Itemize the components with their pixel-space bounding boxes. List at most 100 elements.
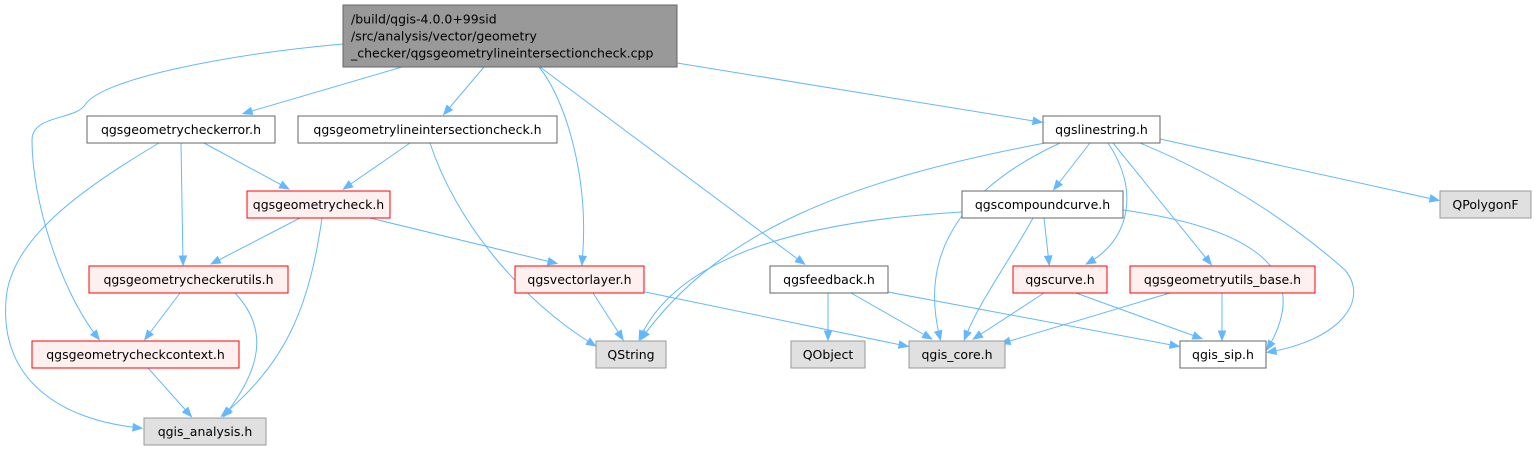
node-box — [1179, 340, 1267, 369]
edge-arrowhead — [1085, 255, 1097, 265]
node-label: qgsgeometrycheckerutils.h — [103, 272, 273, 287]
edge-linestring-to-curve — [1085, 142, 1128, 265]
node-box — [1439, 190, 1532, 219]
node-label: qgscompoundcurve.h — [975, 197, 1110, 212]
edge-root-to-vectorlayer — [538, 66, 588, 267]
node-checkerutils[interactable]: qgsgeometrycheckerutils.h — [88, 265, 289, 294]
node-box — [88, 265, 289, 294]
node-curve[interactable]: qgscurve.h — [1012, 265, 1108, 294]
node-box — [143, 417, 267, 446]
node-compoundcurve[interactable]: qgscompoundcurve.h — [961, 190, 1124, 219]
edge-root-to-lineintersection — [442, 66, 485, 116]
node-linestring[interactable]: qgslinestring.h — [1042, 115, 1161, 144]
edge-arrowhead — [1052, 179, 1064, 191]
node-box — [1129, 265, 1316, 294]
edges-layer — [5, 43, 1441, 432]
edge-arrowhead — [638, 329, 648, 342]
node-label: qgsgeometrylineintersectioncheck.h — [313, 122, 541, 137]
edge-root-to-linestring — [676, 62, 1044, 126]
edge-compoundcurve-to-qgissip — [1122, 209, 1284, 351]
edge-line — [222, 217, 323, 416]
edge-arrowhead — [342, 180, 354, 190]
node-feedback[interactable]: qgsfeedback.h — [769, 265, 889, 294]
edge-arrowhead — [546, 257, 559, 266]
node-label: qgslinestring.h — [1055, 122, 1148, 137]
nodes-layer: /build/qgis-4.0.0+99sid/src/analysis/vec… — [31, 4, 1532, 446]
edge-feedback-to-qobject — [823, 293, 833, 342]
edge-lineintersection-to-geometrycheck — [342, 142, 411, 190]
edge-arrowhead — [278, 180, 290, 190]
node-qpolygonf[interactable]: QPolygonF — [1439, 190, 1532, 219]
edge-line — [676, 62, 1041, 123]
edge-line — [344, 142, 411, 189]
edge-compoundcurve-to-qstring — [638, 211, 963, 342]
edge-geomutilsbase-to-qgiscore — [999, 292, 1171, 346]
edge-arrowhead — [897, 340, 910, 349]
edge-line — [1075, 292, 1201, 339]
node-box — [342, 4, 678, 68]
node-label: qgis_core.h — [921, 347, 992, 362]
node-qgisanalysis[interactable]: qgis_analysis.h — [143, 417, 267, 446]
node-lineintersection[interactable]: qgsgeometrylineintersectioncheck.h — [297, 115, 558, 144]
edge-compoundcurve-to-qgiscore — [963, 217, 1034, 342]
node-label: /src/analysis/vector/geometry — [351, 29, 538, 44]
edge-line — [5, 142, 160, 429]
edge-curve-to-qgiscore — [972, 292, 1045, 340]
node-checkcontext[interactable]: qgsgeometrycheckcontext.h — [31, 340, 240, 369]
node-label: qgsgeometrycheckcontext.h — [46, 347, 225, 362]
edge-arrowhead — [1217, 330, 1227, 342]
edge-arrowhead — [1168, 340, 1181, 349]
edge-line — [887, 291, 1178, 347]
edge-root-to-checkcontext — [31, 43, 344, 341]
node-box — [1042, 115, 1161, 144]
node-label: qgsgeometrycheck.h — [253, 197, 384, 212]
edge-arrowhead — [222, 406, 234, 418]
node-geomutilsbase[interactable]: qgsgeometryutils_base.h — [1129, 265, 1316, 294]
edge-arrowhead — [1191, 331, 1204, 340]
edge-line — [934, 142, 1061, 339]
node-qobject[interactable]: QObject — [790, 340, 866, 369]
node-label: qgsvectorlayer.h — [527, 272, 631, 287]
node-box — [908, 340, 1006, 369]
node-geometrycheck[interactable]: qgsgeometrycheck.h — [246, 190, 391, 219]
node-label: QObject — [803, 347, 854, 362]
edge-arrowhead — [963, 329, 972, 342]
edge-checkerutils-to-checkcontext — [143, 292, 181, 341]
edge-arrowhead — [1428, 194, 1441, 203]
edge-line — [224, 292, 258, 416]
edge-lineintersection-to-qstring — [429, 142, 597, 347]
edge-geometrycheck-to-qgisanalysis — [220, 217, 323, 418]
edge-line — [974, 292, 1045, 339]
edge-line — [1122, 209, 1284, 349]
edge-arrowhead — [132, 422, 144, 432]
node-label: /build/qgis-4.0.0+99sid — [351, 12, 497, 27]
edge-arrowhead — [972, 330, 984, 340]
node-checkerror[interactable]: qgsgeometrycheckerror.h — [86, 115, 276, 144]
node-vectorlayer[interactable]: qgsvectorlayer.h — [514, 265, 645, 294]
node-label: qgis_analysis.h — [158, 424, 253, 439]
edge-arrowhead — [921, 330, 933, 340]
edge-line — [369, 217, 556, 264]
edge-vectorlayer-to-qstring — [592, 292, 624, 341]
edge-arrowhead — [89, 329, 101, 341]
edge-line — [1159, 138, 1438, 201]
node-box — [790, 340, 866, 369]
node-qstring[interactable]: QString — [595, 340, 667, 369]
edge-line — [145, 292, 181, 339]
node-qgissip[interactable]: qgis_sip.h — [1179, 340, 1267, 369]
node-label: QPolygonF — [1452, 197, 1518, 212]
node-label: qgsfeedback.h — [783, 272, 875, 287]
edge-checkerutils-to-qgisanalysis — [222, 292, 258, 418]
edge-line — [212, 217, 301, 264]
node-label: qgis_sip.h — [1192, 347, 1254, 362]
node-qgiscore[interactable]: qgis_core.h — [908, 340, 1006, 369]
edge-line — [203, 142, 288, 189]
edge-arrowhead — [143, 329, 154, 341]
edge-line — [539, 66, 804, 264]
node-root[interactable]: /build/qgis-4.0.0+99sid/src/analysis/vec… — [342, 4, 678, 68]
edge-linestring-to-geomutilsbase — [1112, 142, 1213, 266]
edge-line — [244, 66, 403, 114]
edge-arrowhead — [210, 255, 222, 265]
edge-arrowhead — [823, 330, 833, 342]
